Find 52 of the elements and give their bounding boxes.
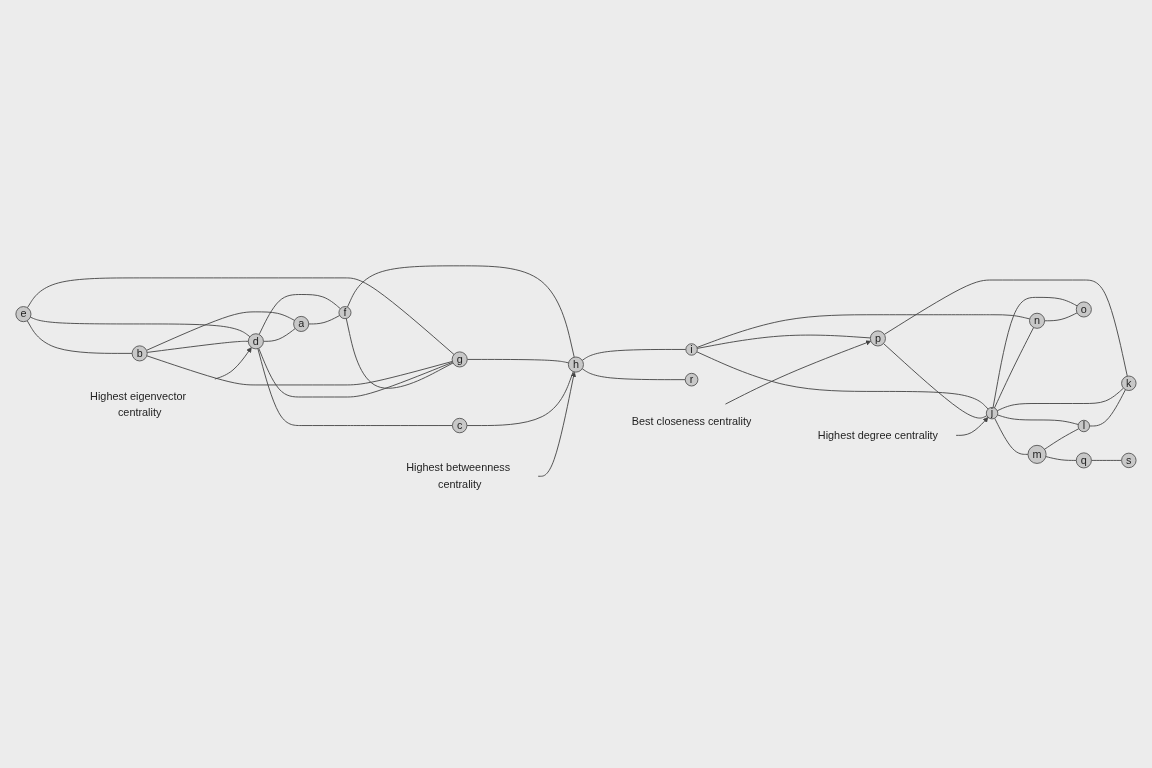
node-text: Highest eigenvector centrality <box>90 390 187 419</box>
node-circle: n <box>1029 313 1046 330</box>
connector <box>345 318 454 389</box>
node-circle: f <box>338 306 352 320</box>
connector <box>883 279 1128 377</box>
connector <box>883 343 988 419</box>
connector <box>1044 312 1078 322</box>
connector <box>1089 389 1126 427</box>
node-circle: i <box>685 343 698 356</box>
node-circle: a <box>293 316 310 333</box>
node-circle: m <box>1027 445 1047 465</box>
connector <box>996 387 1124 412</box>
connector <box>994 327 1035 409</box>
node-circle: c <box>452 418 468 434</box>
node-text: Highest betweenness centrality <box>406 462 511 491</box>
connector <box>1044 428 1080 451</box>
node-circle: o <box>1075 301 1092 318</box>
connector <box>257 348 453 427</box>
connector <box>581 368 686 381</box>
node-circle: b <box>131 345 148 362</box>
connector <box>1090 460 1123 462</box>
connector <box>29 316 251 338</box>
node-circle: r <box>684 373 699 387</box>
connector <box>27 277 455 356</box>
connector <box>26 320 133 355</box>
connector <box>994 418 1029 456</box>
connector <box>581 349 687 362</box>
node-circle: p <box>869 330 886 347</box>
node-circle: h <box>567 356 584 373</box>
node-circle: g <box>451 351 468 368</box>
connector <box>308 315 341 325</box>
node-circle: s <box>1121 452 1137 469</box>
node-circle: l <box>1077 420 1091 433</box>
connector <box>696 334 871 350</box>
connector <box>258 348 454 398</box>
connector <box>146 355 453 386</box>
node-text: Highest degree centrality <box>817 429 939 442</box>
node-circle: d <box>247 333 264 350</box>
connector <box>146 341 249 354</box>
node-circle: j <box>985 407 999 420</box>
connector <box>997 414 1079 426</box>
node-circle: k <box>1121 375 1137 392</box>
connector <box>992 297 1078 409</box>
node-circle: e <box>15 306 32 323</box>
connector <box>347 265 575 358</box>
connector <box>466 371 574 427</box>
connector <box>696 351 989 410</box>
connector <box>263 328 296 343</box>
connector <box>466 359 570 364</box>
connector <box>1045 456 1077 462</box>
node-circle: q <box>1075 452 1092 469</box>
node-text: Best closeness centrality <box>631 415 752 428</box>
